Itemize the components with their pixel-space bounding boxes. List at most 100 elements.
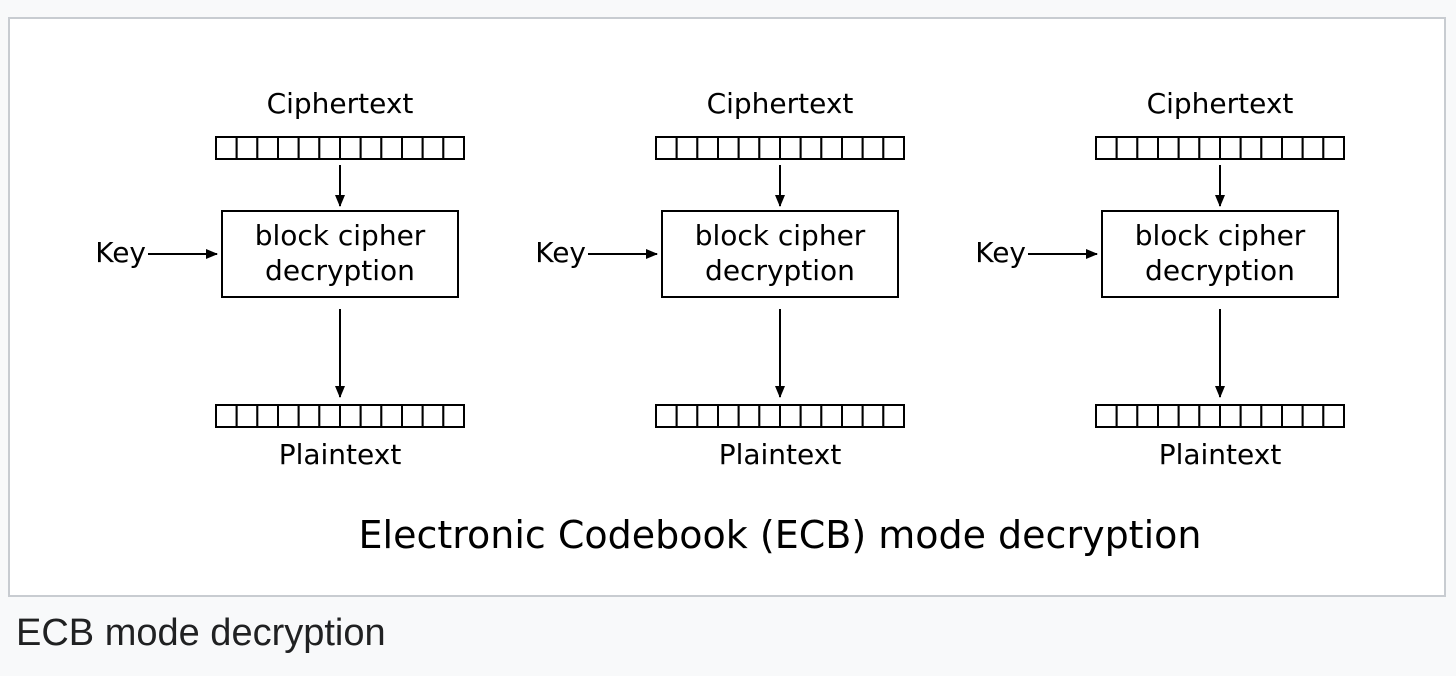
- figure-frame: [8, 17, 1446, 597]
- register-cell: [1301, 404, 1325, 428]
- register-cell: [401, 404, 424, 428]
- register-cell: [1177, 136, 1201, 160]
- register-cell: [318, 404, 342, 428]
- register-cell: [841, 404, 864, 428]
- plaintext-label: Plaintext: [1159, 438, 1282, 471]
- register-cell: [799, 136, 823, 160]
- register-cell: [1115, 136, 1139, 160]
- block-cipher-label: block cipher: [695, 219, 866, 252]
- plaintext-register: [655, 404, 905, 428]
- decryption-label: decryption: [265, 254, 415, 287]
- register-cell: [339, 404, 362, 428]
- register-cell: [256, 404, 280, 428]
- ciphertext-register: [1095, 136, 1346, 160]
- ciphertext-label: Ciphertext: [267, 87, 414, 120]
- ciphertext-label: Ciphertext: [707, 87, 854, 120]
- register-cell: [318, 136, 342, 160]
- diagram-title: Electronic Codebook (ECB) mode decryptio…: [359, 513, 1202, 557]
- register-cell: [442, 136, 466, 160]
- register-cell: [841, 136, 864, 160]
- register-cell: [1095, 136, 1118, 160]
- register-cell: [1115, 404, 1139, 428]
- block-cipher-box: [661, 210, 899, 298]
- register-cell: [235, 136, 259, 160]
- block-cipher-label: block cipher: [1135, 219, 1306, 252]
- register-cell: [1281, 404, 1304, 428]
- key-label: Key: [535, 236, 586, 269]
- register-cell: [277, 136, 300, 160]
- ciphertext-register: [655, 136, 905, 160]
- plaintext-register: [215, 404, 466, 428]
- plaintext-register: [1095, 404, 1346, 428]
- register-cell: [675, 136, 699, 160]
- register-cell: [421, 136, 445, 160]
- register-cell: [235, 404, 259, 428]
- register-cell: [215, 404, 238, 428]
- block-cipher-box: [1101, 210, 1339, 298]
- register-cell: [1136, 136, 1160, 160]
- block-cipher-label: block cipher: [255, 219, 426, 252]
- plaintext-label: Plaintext: [279, 438, 402, 471]
- block-cipher-box: [221, 210, 459, 298]
- register-cell: [1322, 136, 1346, 160]
- register-cell: [1219, 404, 1242, 428]
- register-cell: [799, 404, 823, 428]
- ciphertext-label: Ciphertext: [1147, 87, 1294, 120]
- register-cell: [882, 404, 905, 428]
- register-cell: [882, 136, 905, 160]
- register-cell: [861, 136, 885, 160]
- register-cell: [1260, 136, 1284, 160]
- figure-caption: ECB mode decryption: [16, 612, 386, 654]
- register-cell: [215, 136, 238, 160]
- register-cell: [779, 404, 802, 428]
- register-cell: [1260, 404, 1284, 428]
- register-cell: [737, 136, 761, 160]
- decryption-label: decryption: [705, 254, 855, 287]
- register-cell: [1219, 136, 1242, 160]
- register-cell: [297, 404, 321, 428]
- register-cell: [297, 136, 321, 160]
- decryption-label: decryption: [1145, 254, 1295, 287]
- register-cell: [696, 404, 719, 428]
- plaintext-label: Plaintext: [719, 438, 842, 471]
- register-cell: [1157, 136, 1180, 160]
- key-label: Key: [975, 236, 1026, 269]
- register-cell: [442, 404, 466, 428]
- register-cell: [1095, 404, 1118, 428]
- register-cell: [758, 136, 781, 160]
- register-cell: [655, 404, 678, 428]
- ciphertext-register: [215, 136, 466, 160]
- register-cell: [401, 136, 424, 160]
- register-cell: [1301, 136, 1325, 160]
- register-cell: [1322, 404, 1346, 428]
- register-cell: [1177, 404, 1201, 428]
- register-cell: [1239, 404, 1263, 428]
- register-cell: [737, 404, 761, 428]
- register-cell: [820, 136, 843, 160]
- register-cell: [655, 136, 678, 160]
- register-cell: [339, 136, 362, 160]
- register-cell: [1239, 136, 1263, 160]
- register-cell: [696, 136, 719, 160]
- register-cell: [1198, 404, 1222, 428]
- register-cell: [380, 136, 404, 160]
- register-cell: [861, 404, 885, 428]
- register-cell: [758, 404, 781, 428]
- key-label: Key: [95, 236, 146, 269]
- register-cell: [820, 404, 843, 428]
- register-cell: [1198, 136, 1222, 160]
- register-cell: [1136, 404, 1160, 428]
- register-cell: [380, 404, 404, 428]
- register-cell: [359, 136, 383, 160]
- register-cell: [675, 404, 699, 428]
- register-cell: [277, 404, 300, 428]
- register-cell: [779, 136, 802, 160]
- register-cell: [1157, 404, 1180, 428]
- register-cell: [359, 404, 383, 428]
- register-cell: [717, 404, 740, 428]
